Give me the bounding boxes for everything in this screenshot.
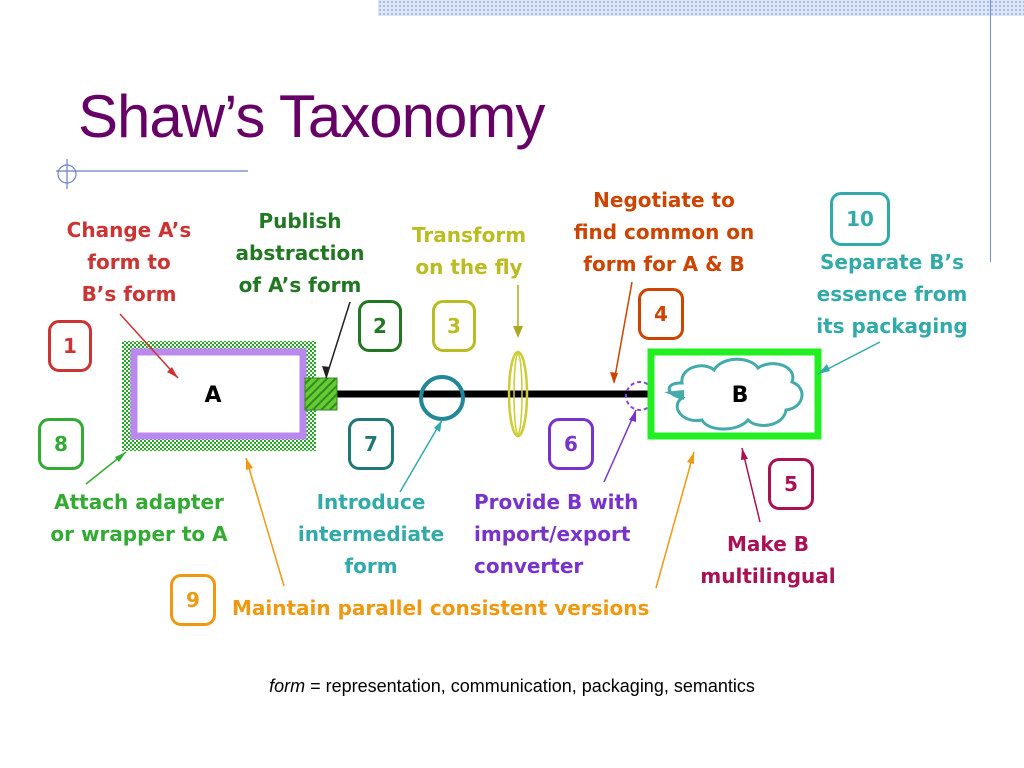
arrowhead-transform xyxy=(513,326,523,338)
label-attach-line-1: Attach adapter xyxy=(54,490,224,514)
arrow-maintain-b xyxy=(655,451,695,589)
top-pattern-band xyxy=(378,0,1024,16)
right-rule-line xyxy=(990,0,991,262)
label-change-a-line-1: Change A’s xyxy=(66,218,192,242)
arrowhead-make-multilingual xyxy=(741,448,748,460)
label-negotiate-common-form: Negotiate to find common on form for A &… xyxy=(566,184,762,280)
arrowhead-introduce xyxy=(434,420,442,432)
arrow-make-multilingual xyxy=(741,447,761,523)
label-separate-line-3: its packaging xyxy=(816,314,968,338)
label-provide-converter: Provide B with import/export converter xyxy=(474,486,668,582)
label-transform-on-the-fly: Transform on the fly xyxy=(396,219,542,283)
footnote-definition: = representation, communication, packagi… xyxy=(305,676,755,696)
badge-2: 2 xyxy=(358,300,402,352)
label-change-a-line-2: form to xyxy=(87,250,171,274)
arrow-maintain-a xyxy=(245,457,285,587)
arrowhead-provide xyxy=(629,410,636,422)
badge-9: 9 xyxy=(170,574,216,626)
label-change-a-line-3: B’s form xyxy=(81,282,177,306)
intermediate-form-circle xyxy=(419,375,465,421)
label-make-multilingual: Make B multilingual xyxy=(688,528,848,592)
label-change-a-form: Change A’s form to B’s form xyxy=(46,214,212,310)
label-provide-line-1: Provide B with xyxy=(474,490,639,514)
label-negotiate-line-2: find common on xyxy=(573,220,755,244)
badge-3: 3 xyxy=(432,300,476,352)
label-negotiate-line-1: Negotiate to xyxy=(593,188,735,212)
transform-lens xyxy=(507,350,529,438)
label-attach-adapter: Attach adapter or wrapper to A xyxy=(34,486,244,550)
badge-4: 4 xyxy=(638,288,684,340)
arrowhead-change-a xyxy=(167,367,178,378)
label-separate-essence: Separate B’s essence from its packaging xyxy=(800,246,984,342)
label-separate-line-2: essence from xyxy=(816,282,968,306)
label-multilingual-line-1: Make B xyxy=(727,532,809,556)
arrowhead-maintain-b xyxy=(687,452,694,464)
footnote-term: form xyxy=(269,676,306,696)
arrow-negotiate xyxy=(613,281,633,383)
label-introduce-intermediate: Introduce intermediate form xyxy=(286,486,456,582)
label-transform-line-2: on the fly xyxy=(415,255,523,279)
label-introduce-line-2: intermediate xyxy=(297,522,445,546)
cloud-tip xyxy=(664,390,684,400)
arrow-introduce xyxy=(399,419,443,493)
transform-lens-inner xyxy=(513,353,523,435)
badge-6: 6 xyxy=(548,418,594,470)
box-a xyxy=(130,348,307,440)
label-transform-line-1: Transform xyxy=(411,223,527,247)
arrowhead-attach xyxy=(115,452,126,462)
arrow-provide xyxy=(603,409,637,483)
slide-title: Shaw’s Taxonomy xyxy=(78,83,545,150)
abstraction-plug xyxy=(304,377,338,411)
label-attach-line-2: or wrapper to A xyxy=(50,522,228,546)
badge-7: 7 xyxy=(348,418,394,470)
label-maintain-versions: Maintain parallel consistent versions xyxy=(232,592,716,624)
footnote: form = representation, communication, pa… xyxy=(0,676,1024,697)
label-publish-line-3: of A’s form xyxy=(238,273,362,297)
label-maintain-line-1: Maintain parallel consistent versions xyxy=(232,596,650,620)
arrowhead-negotiate xyxy=(610,372,618,384)
label-provide-line-3: converter xyxy=(474,554,584,578)
badge-5: 5 xyxy=(768,458,814,510)
badge-8: 8 xyxy=(38,418,84,470)
arrow-change-a xyxy=(119,313,179,379)
essence-cloud xyxy=(667,357,804,431)
label-introduce-line-1: Introduce xyxy=(316,490,426,514)
box-a-label: A xyxy=(204,383,221,408)
arrowhead-publish xyxy=(322,366,330,378)
label-provide-line-2: import/export xyxy=(474,522,631,546)
label-negotiate-line-3: form for A & B xyxy=(583,252,745,276)
label-separate-line-1: Separate B’s xyxy=(820,250,964,274)
label-publish-line-1: Publish xyxy=(258,209,342,233)
label-publish-abstraction: Publish abstraction of A’s form xyxy=(220,205,380,301)
arrow-publish xyxy=(325,301,351,379)
arrowhead-separate xyxy=(818,364,830,374)
label-publish-line-2: abstraction xyxy=(235,241,365,265)
title-rule-ornament xyxy=(56,159,248,189)
label-multilingual-line-2: multilingual xyxy=(700,564,836,588)
badge-1: 1 xyxy=(48,320,92,372)
box-b-label: B xyxy=(732,383,749,408)
badge-10: 10 xyxy=(830,192,890,246)
arrowhead-maintain-a xyxy=(246,458,253,470)
label-introduce-line-3: form xyxy=(344,554,398,578)
